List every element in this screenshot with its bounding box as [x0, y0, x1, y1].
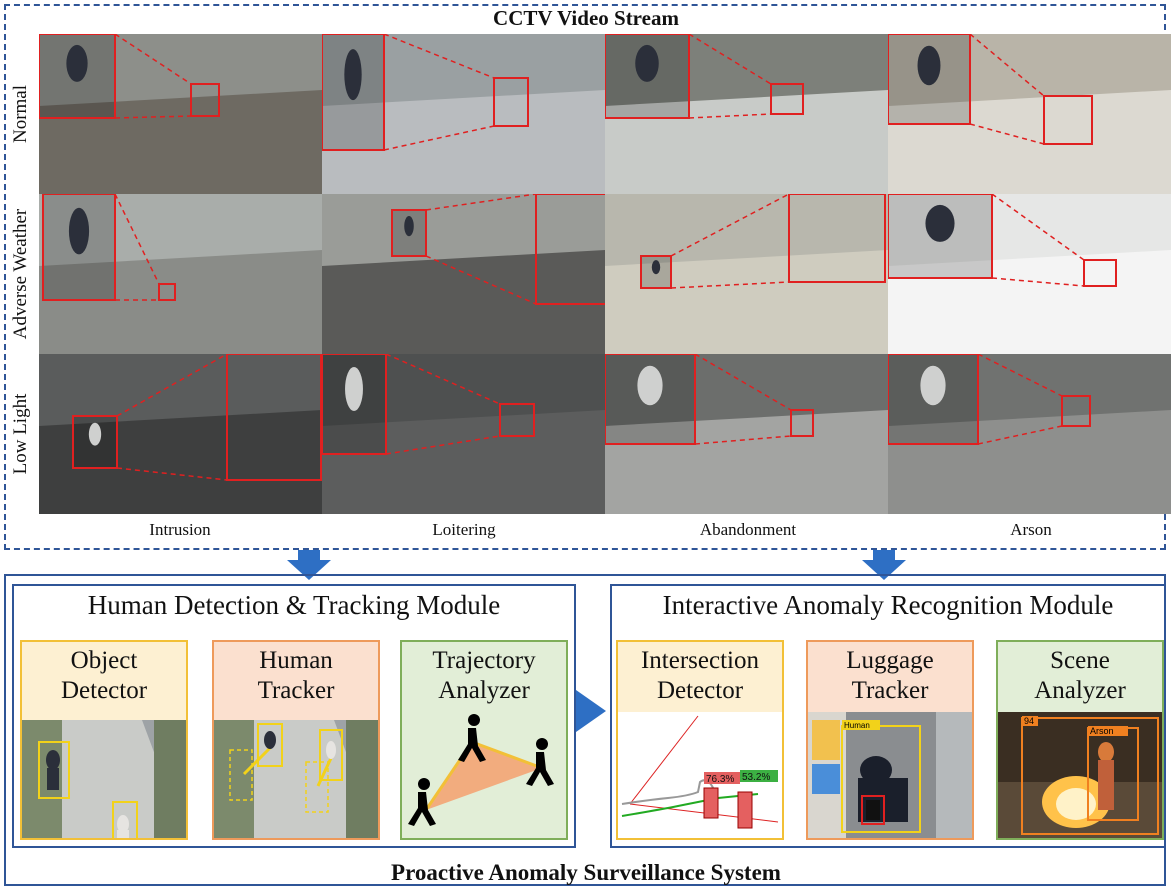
walking-person-icon: [458, 714, 486, 762]
cctv-frame-adverse-weather-abandonment: [605, 194, 888, 354]
human-label: Human: [844, 721, 870, 730]
col-label-arson: Arson: [1010, 520, 1052, 539]
card-intersection-detector-line1: Intersection: [640, 647, 759, 674]
cctv-frame-normal-arson: [888, 34, 1171, 194]
score-label: 94: [1024, 716, 1034, 726]
intersection-detector-plot: 76.3% 53.2%: [618, 712, 782, 838]
cctv-frame-low-light-abandonment: [605, 354, 888, 514]
scene-analyzer-image: 94 Arson: [998, 712, 1162, 838]
cctv-frame-adverse-weather-arson: [888, 194, 1171, 354]
cctv-frame-adverse-weather-loitering: [322, 194, 605, 354]
card-scene-analyzer-line2: Analyzer: [1034, 677, 1126, 704]
card-scene-analyzer-line1: Scene: [1050, 647, 1110, 674]
trajectory-analyzer-diagram: [408, 714, 554, 826]
card-intersection-detector-line2: Detector: [656, 677, 744, 704]
card-human-tracker-line2: Tracker: [257, 677, 335, 704]
card-trajectory-analyzer-line2: Analyzer: [438, 677, 530, 704]
right-arrow-icon: [576, 690, 606, 732]
human-tracker-image: [214, 720, 378, 838]
card-object-detector-line2: Detector: [60, 677, 148, 704]
card-object-detector-line1: Object: [70, 647, 138, 674]
row-label-adverse-weather: Adverse Weather: [10, 208, 31, 340]
card-trajectory-analyzer-line1: Trajectory: [432, 647, 536, 674]
luggage-tracker-image: Human: [808, 712, 972, 838]
cctv-frame-normal-intrusion: [39, 34, 322, 194]
module-right-title: Interactive Anomaly Recognition Module: [662, 590, 1114, 620]
cctv-title: CCTV Video Stream: [493, 6, 679, 30]
cctv-image-grid: [39, 34, 1172, 514]
cctv-frame-low-light-intrusion: [39, 354, 322, 514]
card-human-tracker-line1: Human: [259, 647, 333, 674]
card-luggage-tracker-line1: Luggage: [846, 647, 934, 674]
percentage-label-2: 53.2%: [742, 772, 770, 783]
cctv-frame-normal-loitering: [322, 34, 605, 194]
cctv-frame-low-light-loitering: [322, 354, 605, 514]
cctv-frame-low-light-arson: [888, 354, 1171, 514]
row-label-low-light: Low Light: [10, 393, 31, 475]
card-luggage-tracker-line2: Tracker: [851, 677, 929, 704]
col-label-intrusion: Intrusion: [149, 520, 211, 539]
cctv-frame-normal-abandonment: [605, 34, 888, 194]
col-label-abandonment: Abandonment: [699, 520, 797, 539]
system-title: Proactive Anomaly Surveillance System: [391, 860, 781, 885]
module-left-title: Human Detection & Tracking Module: [87, 590, 501, 620]
object-detector-image: [22, 720, 186, 838]
row-label-normal: Normal: [10, 84, 31, 144]
percentage-label-1: 76.3%: [706, 774, 734, 785]
col-label-loitering: Loitering: [432, 520, 496, 539]
cctv-frame-adverse-weather-intrusion: [39, 194, 322, 354]
arson-label: Arson: [1090, 726, 1114, 736]
